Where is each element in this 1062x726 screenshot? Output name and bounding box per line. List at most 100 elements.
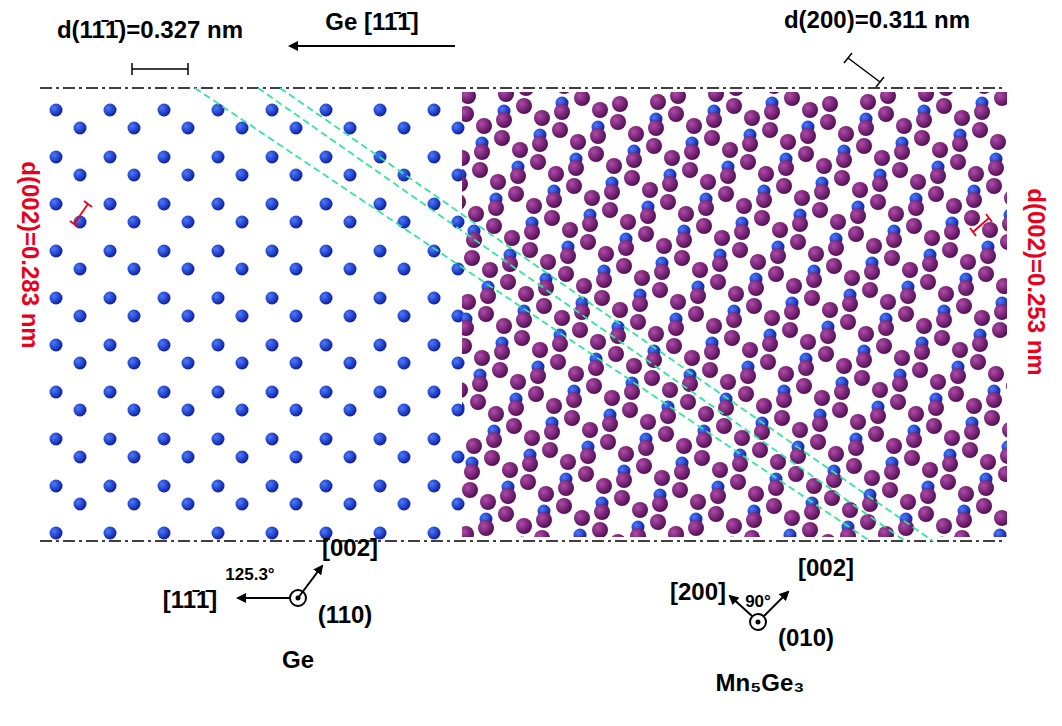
atom xyxy=(720,374,736,390)
atom xyxy=(678,206,694,222)
atom xyxy=(510,374,526,390)
atom xyxy=(864,264,880,280)
atom xyxy=(762,122,778,138)
atom xyxy=(826,472,842,488)
atom xyxy=(620,214,636,230)
atom xyxy=(344,357,357,370)
atom xyxy=(798,146,814,162)
atom xyxy=(546,192,562,208)
atom xyxy=(684,350,700,366)
atom xyxy=(674,464,690,480)
atom xyxy=(500,488,516,504)
atom xyxy=(104,339,117,352)
atom xyxy=(880,92,896,104)
atom xyxy=(944,224,960,240)
atom xyxy=(428,151,441,164)
atom xyxy=(908,406,924,422)
atom xyxy=(926,418,942,434)
atom xyxy=(536,512,552,528)
atom xyxy=(852,182,868,198)
atom xyxy=(592,522,608,537)
atom xyxy=(970,354,986,370)
atom xyxy=(182,357,195,370)
atom xyxy=(212,386,225,399)
atom xyxy=(74,263,87,276)
atom xyxy=(954,530,970,537)
atom xyxy=(428,386,441,399)
text-label: d(11̄1̄)=0.327 nm xyxy=(57,17,243,43)
atom xyxy=(528,386,544,402)
atom xyxy=(536,298,552,314)
atom xyxy=(696,218,712,234)
atom xyxy=(542,442,558,458)
atom xyxy=(516,98,532,114)
atom xyxy=(518,92,534,96)
atom xyxy=(946,198,962,214)
atom xyxy=(900,494,916,510)
atom xyxy=(900,288,916,304)
atom xyxy=(1002,422,1007,438)
atom xyxy=(832,402,848,418)
atom xyxy=(526,198,542,214)
atom xyxy=(522,456,538,472)
atom xyxy=(236,310,249,323)
atom xyxy=(726,98,742,114)
atom xyxy=(958,486,974,502)
atom xyxy=(894,144,910,160)
atom xyxy=(784,92,800,106)
atom xyxy=(554,104,570,120)
atom xyxy=(770,248,786,264)
atom xyxy=(974,104,990,120)
atom xyxy=(880,294,896,310)
atom xyxy=(690,494,706,510)
atom xyxy=(530,368,546,384)
atom xyxy=(50,292,63,305)
atom xyxy=(984,410,1000,426)
atom xyxy=(480,288,496,304)
atom xyxy=(556,92,572,94)
atom xyxy=(920,274,936,290)
atom xyxy=(726,537,739,538)
atom xyxy=(374,292,387,305)
atom xyxy=(622,402,638,418)
atom xyxy=(374,433,387,446)
atom xyxy=(128,357,141,370)
atom xyxy=(872,176,888,192)
atom xyxy=(212,151,225,164)
atom xyxy=(862,496,878,512)
atom xyxy=(718,186,734,202)
atom xyxy=(474,350,490,366)
atom xyxy=(962,442,978,458)
atom xyxy=(738,386,754,402)
atom xyxy=(452,216,465,229)
atom xyxy=(236,451,249,464)
atom xyxy=(648,120,664,136)
atom xyxy=(746,512,762,528)
atom xyxy=(576,278,592,294)
atom xyxy=(736,198,752,214)
atom xyxy=(922,462,938,478)
atom xyxy=(734,430,750,446)
direction-arrow xyxy=(290,45,455,47)
atom xyxy=(212,480,225,493)
atom xyxy=(804,290,820,306)
atom xyxy=(864,470,880,486)
atom xyxy=(990,134,1006,150)
atom xyxy=(726,518,742,534)
atom xyxy=(870,408,886,424)
atom xyxy=(680,394,696,410)
atom xyxy=(858,120,874,136)
atom xyxy=(462,176,468,192)
atom xyxy=(484,450,500,466)
atom xyxy=(682,376,698,392)
atom xyxy=(320,151,333,164)
text-label: (110) xyxy=(318,602,373,628)
atom xyxy=(320,104,333,117)
atom xyxy=(478,306,494,322)
atom xyxy=(828,240,844,256)
atom xyxy=(158,386,171,399)
atom xyxy=(592,102,608,118)
atom xyxy=(578,466,594,482)
atom xyxy=(932,142,948,158)
atom xyxy=(452,263,465,276)
